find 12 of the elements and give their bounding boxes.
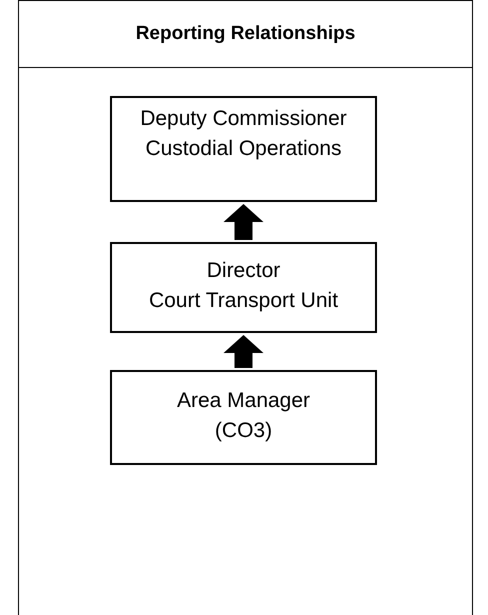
block-arrow (224, 204, 264, 240)
table-heading: Reporting Relationships (136, 22, 356, 46)
role-box (110, 242, 377, 333)
block-arrow (224, 335, 264, 368)
role-detail: (CO3) (214, 418, 272, 444)
role-box (110, 370, 377, 465)
role-title: Area Manager (176, 388, 310, 414)
role-title: Deputy Commissioner (140, 106, 347, 132)
role-box (110, 96, 377, 202)
role-detail: Court Transport Unit (148, 288, 338, 314)
role-title: Director (206, 258, 280, 284)
role-detail: Custodial Operations (145, 136, 342, 162)
